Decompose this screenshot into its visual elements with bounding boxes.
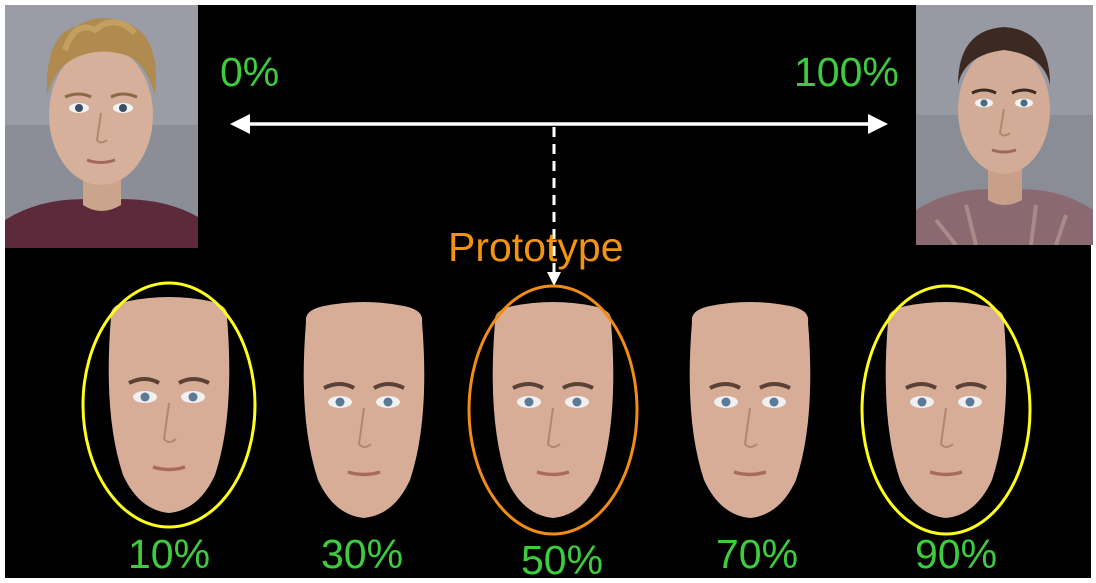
morph-continuum-arrow (230, 114, 888, 134)
highlight-ellipse-90 (860, 284, 1032, 536)
photo-face-b (916, 5, 1093, 245)
label-morph-50: 50% (521, 537, 604, 583)
morph-face-90 (883, 300, 1009, 520)
label-morph-70: 70% (716, 531, 799, 577)
label-morph-10: 10% (128, 531, 211, 577)
morph-face-50 (490, 300, 616, 520)
highlight-ellipse-50 (467, 284, 639, 536)
label-end-percent: 100% (794, 49, 899, 95)
morph-face-10 (106, 295, 232, 515)
highlight-ellipse-10 (81, 281, 257, 529)
label-start-percent: 0% (220, 49, 280, 95)
prototype-dashed-arrow (547, 127, 561, 286)
morph-face-70 (687, 300, 813, 520)
label-prototype: Prototype (448, 224, 624, 270)
photo-face-a (5, 5, 198, 248)
morph-face-30 (301, 300, 427, 520)
label-morph-90: 90% (915, 531, 998, 577)
label-morph-30: 30% (321, 531, 404, 577)
